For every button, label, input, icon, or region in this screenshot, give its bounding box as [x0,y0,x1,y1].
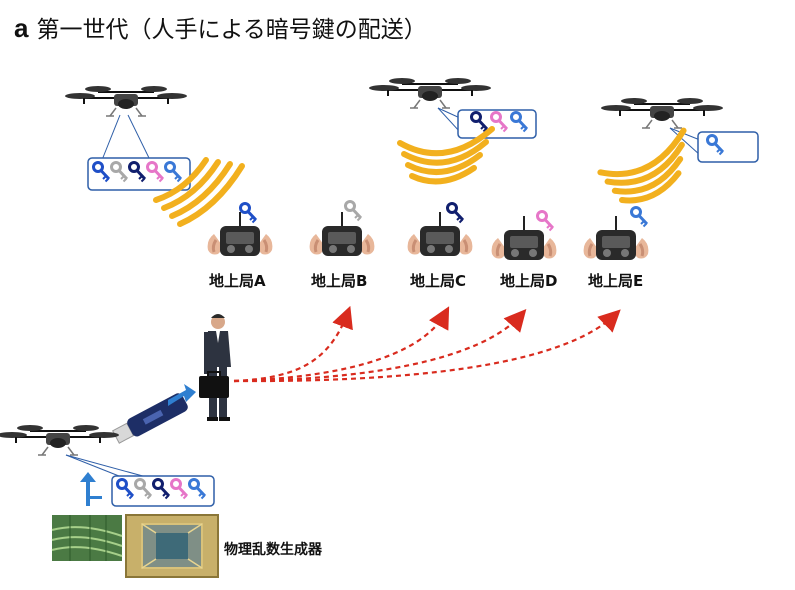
signal-waves-icon [400,129,492,181]
drone-icon [64,85,188,117]
callout-pointer [437,107,461,133]
callout-pointer [127,114,151,161]
callout-pointer [437,107,461,119]
person-icon [199,314,231,421]
title-text: 第一世代（人手による暗号鍵の配送） [36,17,427,43]
delivery-arrows [233,305,621,383]
callout-pointer [65,454,125,479]
usb-stick-icon [112,393,188,444]
station-label-e: 地上局E [588,272,644,290]
key-icon [446,202,465,224]
usb-arrow-icon [168,384,196,406]
ground-station-c [406,202,474,258]
upload-arrow-icon [80,472,102,506]
station-label-a: 地上局A [209,272,266,290]
key-icon [630,206,649,228]
station-label-c: 地上局C [410,272,467,290]
ground-station-b [308,200,376,258]
key-icon [344,200,363,222]
ground-station-a [206,202,274,258]
signal-waves-icon [596,131,700,209]
callout-pointer [65,454,151,479]
arrow-to-station-e [233,309,621,383]
callout-pointer [669,127,701,156]
callout-pointer [669,127,701,141]
drone-icon [368,77,492,109]
key-icon [536,210,555,232]
controller-icon [206,210,274,258]
controller-icon [308,210,376,258]
page-title: a 第一世代（人手による暗号鍵の配送） [14,10,427,44]
callout-pointer [101,114,121,161]
panel-letter: a [14,13,29,43]
arrow-to-station-c [233,306,450,383]
controller-icon [582,214,650,262]
ground-station-d [490,210,558,262]
circuit-board-image [51,515,123,561]
arrow-to-station-d [233,309,527,383]
station-label-b: 地上局B [311,272,368,290]
drone-icon [600,97,724,129]
arrow-to-station-b [233,305,353,383]
ground-station-e [582,206,650,262]
chip-icon [125,514,219,578]
key-icon [239,202,258,224]
key-callout-box [457,109,537,139]
key-callout-box [697,131,759,163]
station-label-d: 地上局D [500,272,558,290]
drone-icon [0,424,120,456]
rng-label: 物理乱数生成器 [224,542,322,558]
